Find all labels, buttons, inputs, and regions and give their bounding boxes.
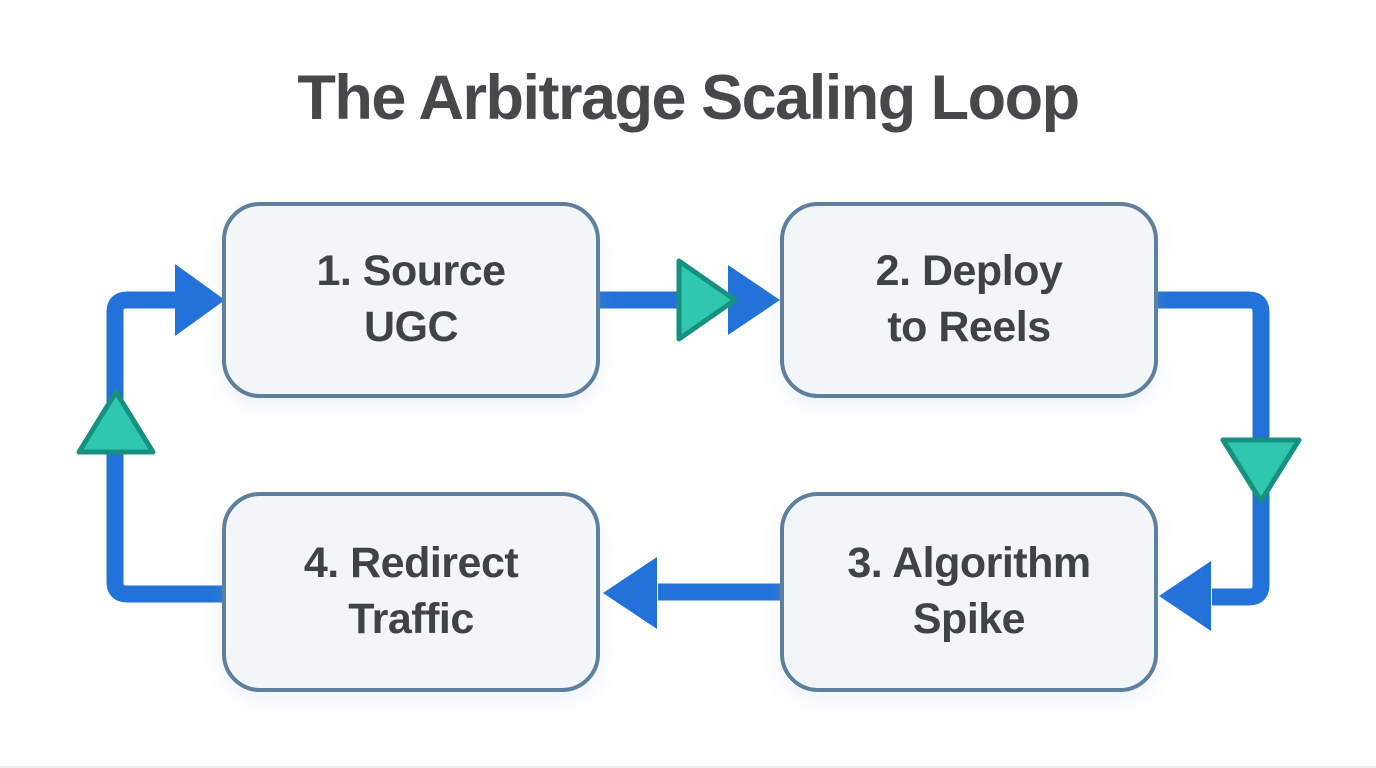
node-label: 4. Redirect Traffic [303,539,519,643]
node-label: 2. Deploy to Reels [875,247,1063,351]
teal-chevron-right-icon [676,258,738,342]
arrowhead-into-deploy [728,265,780,335]
node-deploy-to-reels: 2. Deploy to Reels [780,202,1158,398]
node-source-ugc: 1. Source UGC [222,202,600,398]
arrowhead-into-algorithm [1159,561,1211,631]
arrowhead-into-redirect [603,557,657,629]
arrowhead-into-source [175,264,225,336]
node-label: 1. Source UGC [316,247,506,351]
teal-chevron-up-icon [76,389,156,455]
node-label: 3. Algorithm Spike [847,539,1091,643]
node-algorithm-spike: 3. Algorithm Spike [780,492,1158,692]
teal-chevron-down-icon [1220,437,1302,504]
diagram-title: The Arbitrage Scaling Loop [297,63,1080,133]
node-redirect-traffic: 4. Redirect Traffic [222,492,600,692]
